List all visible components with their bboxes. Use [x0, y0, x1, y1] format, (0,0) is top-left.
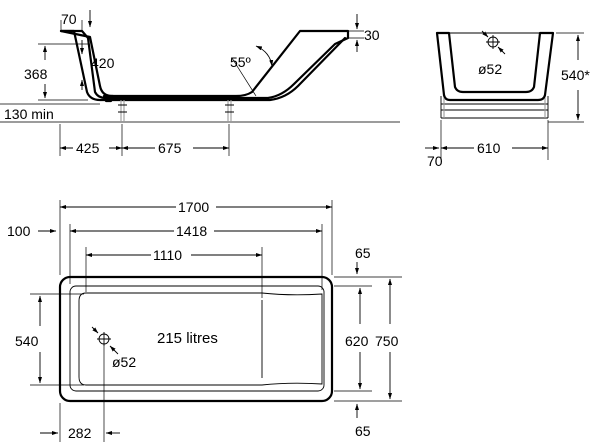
dim-end-height: 540*	[561, 67, 590, 83]
end-frame	[440, 96, 549, 119]
dim-rim-thickness: 70	[61, 11, 77, 27]
dim-width: 750	[375, 333, 399, 349]
tub-outer-shell	[59, 29, 347, 102]
end-view: ø52 540* 610 70	[425, 30, 590, 169]
dim-leg-spacing: 675	[158, 140, 182, 156]
top-drain-label: ø52	[112, 354, 136, 370]
dim-length: 1700	[178, 199, 209, 215]
top-drain-icon	[91, 326, 119, 355]
dim-inner-height: 368	[24, 66, 48, 82]
dim-depth: 420	[91, 55, 115, 71]
dim-inner-length: 1418	[176, 223, 207, 239]
overflow-marker	[102, 94, 115, 103]
tub-basin	[78, 292, 323, 386]
angle-arc	[255, 45, 274, 67]
dim-basin-length: 1110	[153, 247, 182, 263]
capacity-label: 215 litres	[157, 330, 218, 347]
dim-leg-offset: 425	[76, 140, 100, 156]
side-view: 70 420 368 130 min 425 675 55º 30	[0, 10, 400, 156]
dim-rim-bottom: 65	[355, 423, 371, 439]
dim-floor-clearance: 130 min	[4, 106, 54, 122]
dim-rim-top: 65	[355, 245, 371, 261]
end-drain-label: ø52	[478, 61, 502, 77]
dim-drain-offset: 282	[68, 425, 92, 441]
drain-icon	[481, 30, 506, 55]
dim-inner-width-right: 620	[345, 333, 369, 349]
tub-outline	[58, 275, 334, 403]
dim-frame-offset: 70	[427, 153, 443, 169]
dim-end-offset: 100	[7, 223, 31, 239]
dim-rim-lip: 30	[364, 27, 380, 43]
support-legs	[118, 100, 234, 122]
tub-rim	[69, 285, 325, 392]
dim-backrest-angle: 55º	[230, 54, 251, 70]
dim-frame-width: 610	[477, 140, 501, 156]
top-view: ø52 215 litres 1700 1418 1110 100 540 62…	[7, 198, 402, 442]
dim-inner-width-left: 540	[15, 333, 39, 349]
